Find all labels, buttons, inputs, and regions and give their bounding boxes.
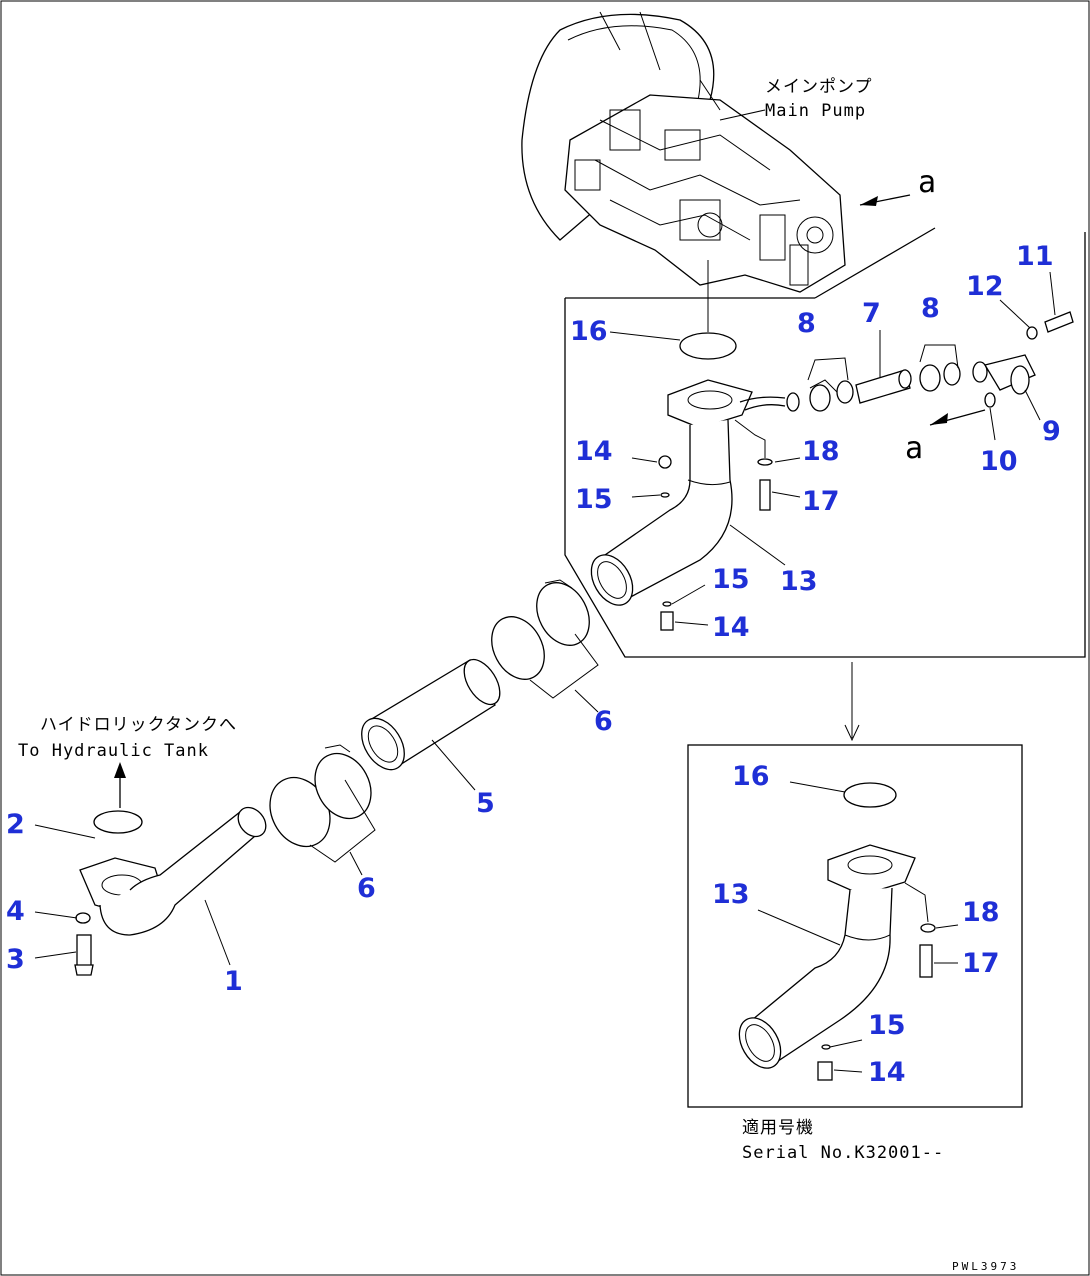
leader-3: [34, 951, 77, 959]
callout-14-upper: 14: [575, 436, 613, 467]
leader-4: [34, 911, 78, 919]
arrowhead-a-top: [860, 196, 878, 206]
leader-16-upper: [609, 331, 681, 341]
bracket-8-left: [807, 357, 849, 381]
callout-13-upper: 13: [780, 566, 818, 597]
leader-13-upper: [729, 524, 786, 566]
callout-11: 11: [1016, 241, 1054, 272]
leader-10: [989, 407, 996, 441]
leader-14-lower-box: [833, 1069, 863, 1073]
oring-2: [93, 810, 143, 834]
down-arrow-head: [844, 724, 860, 742]
callout-8-left: 8: [797, 308, 816, 339]
tank-label-jp: ハイドロリックタンクへ: [40, 715, 237, 735]
leader-6-right: [574, 689, 599, 713]
drawing-code: PWL3973: [952, 1260, 1019, 1273]
leader-14-lower: [674, 621, 709, 626]
bracket-6-left: [309, 779, 376, 863]
leader-12: [999, 299, 1031, 329]
callout-10: 10: [980, 446, 1018, 477]
callout-2: 2: [6, 809, 25, 840]
serial-label-jp: 適用号機: [742, 1118, 814, 1138]
callout-5: 5: [476, 788, 495, 819]
callout-3: 3: [6, 944, 25, 975]
callout-18-lower: 18: [962, 897, 1000, 928]
detail-box-upper: [564, 232, 1086, 658]
callout-16-upper: 16: [570, 316, 608, 347]
leader-5: [431, 739, 476, 791]
clamps-6-left: [269, 744, 372, 848]
leader-16-lower: [789, 781, 846, 793]
leader-6-left: [349, 851, 363, 876]
callout-4: 4: [6, 896, 25, 927]
callout-15-lower: 15: [868, 1010, 906, 1041]
callout-15-mid: 15: [712, 564, 750, 595]
tank-arrowhead: [114, 762, 126, 778]
small-hose-assembly: [786, 311, 1074, 412]
arrowhead-a-bottom: [930, 413, 948, 425]
view-ref-a-top: a: [918, 165, 936, 200]
bracket-8-right: [919, 344, 959, 369]
leader-13-lower: [757, 909, 841, 946]
callout-9: 9: [1042, 416, 1061, 447]
leader-1: [204, 899, 231, 966]
callout-6-right: 6: [594, 706, 613, 737]
callout-14-lower: 14: [868, 1057, 906, 1088]
callout-1: 1: [224, 966, 243, 997]
detail-box-lower: [687, 744, 1023, 1108]
leader-15-upper: [631, 494, 661, 498]
callout-15-upper: 15: [575, 484, 613, 515]
callout-17-lower: 17: [962, 948, 1000, 979]
oring-16-upper: [679, 332, 737, 360]
bracket-6-right: [529, 633, 599, 699]
leader-17-upper: [771, 491, 801, 498]
leader-11: [1049, 271, 1056, 316]
oring-16-lower: [843, 782, 897, 808]
clamps-6-right: [491, 579, 590, 680]
leader-18-upper-b: [734, 419, 766, 458]
main-pump-label-jp: メインポンプ: [765, 77, 873, 97]
leader-9: [1024, 389, 1041, 421]
callout-13-lower: 13: [712, 879, 750, 910]
hose-5: [361, 658, 501, 771]
washer-bolt-3-4: [74, 912, 94, 976]
pipe-1: [79, 806, 267, 936]
fasteners-upper: [658, 455, 773, 631]
main-pump-leader: [719, 109, 766, 121]
callout-12: 12: [966, 271, 1004, 302]
callout-6-left: 6: [357, 873, 376, 904]
tank-label-en: To Hydraulic Tank: [18, 741, 209, 761]
leader-15-lower: [671, 584, 706, 605]
elbow-13-lower: [738, 844, 916, 1069]
callout-7: 7: [862, 298, 881, 329]
leader-18-lower-b: [904, 882, 929, 923]
serial-label-en: Serial No.K32001--: [742, 1143, 944, 1163]
main-pump-drawing: [521, 11, 846, 293]
main-pump-label-en: Main Pump: [765, 101, 866, 121]
callout-8-right: 8: [921, 293, 940, 324]
leader-14-upper: [631, 457, 658, 463]
leader-15-lower-box: [829, 1039, 863, 1048]
callout-14-mid: 14: [712, 612, 750, 643]
leader-18-lower: [935, 924, 959, 929]
leader-18-upper: [774, 457, 801, 463]
leader-2: [34, 824, 96, 839]
callout-numbers: 1 2 3 4 5 6 6 7 8 8 9 10 11 12 13 13 14 …: [6, 241, 1061, 1088]
elbow-13-upper: [590, 379, 786, 606]
view-ref-a-bottom: a: [905, 431, 923, 466]
callout-18-upper: 18: [802, 436, 840, 467]
callout-16-lower: 16: [732, 761, 770, 792]
detail-box-slant: [814, 227, 936, 299]
callout-17-upper: 17: [802, 486, 840, 517]
